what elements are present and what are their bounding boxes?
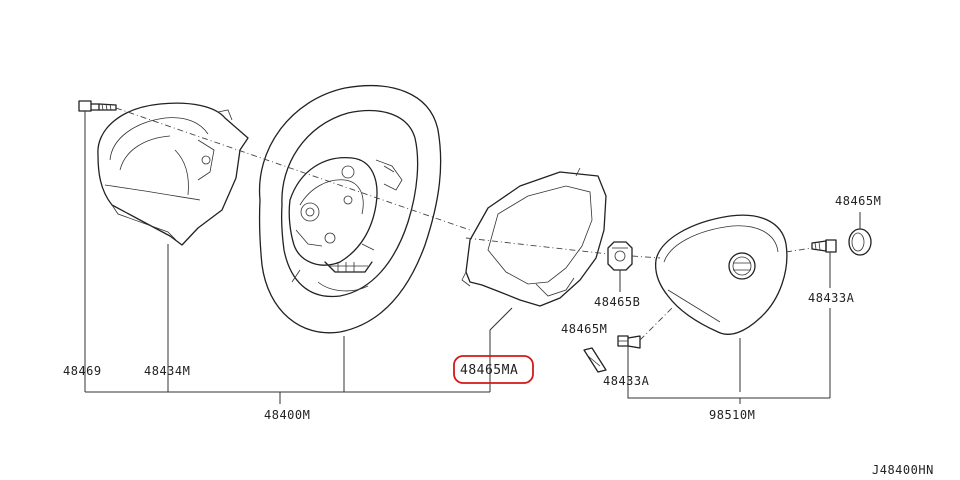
label-98510M[interactable]: 98510M <box>709 408 755 422</box>
rear-cover-48434M-drawing <box>97 102 249 246</box>
label-48465B[interactable]: 48465B <box>594 295 640 309</box>
nut-48465B-drawing <box>607 241 633 271</box>
alignment-lines <box>115 107 813 341</box>
garnish-48465MA-drawing <box>461 167 607 307</box>
diagram-code: J48400HN <box>872 463 934 477</box>
bolt-48433A-mid-drawing <box>617 335 641 356</box>
airbag-98510M-drawing <box>654 214 788 335</box>
cap-48465M-right-drawing <box>848 228 872 256</box>
clip-48465M-mid-drawing <box>583 347 607 373</box>
label-48433A-mid[interactable]: 48433A <box>603 374 650 388</box>
label-48434M[interactable]: 48434M <box>144 364 190 378</box>
label-48400M[interactable]: 48400M <box>264 408 310 422</box>
bolt-48433A-right-drawing <box>811 239 837 253</box>
steering-wheel-48400M-drawing <box>258 85 442 334</box>
bolt-48469-drawing <box>78 100 117 116</box>
label-48469[interactable]: 48469 <box>63 364 102 378</box>
leader-lines <box>84 116 861 404</box>
label-48465M-right[interactable]: 48465M <box>835 194 881 208</box>
label-48433A-right[interactable]: 48433A <box>808 291 855 305</box>
highlight-48465MA <box>453 355 534 384</box>
label-48465MA[interactable]: 48465MA <box>460 363 518 378</box>
label-48465M-mid[interactable]: 48465M <box>561 322 607 336</box>
